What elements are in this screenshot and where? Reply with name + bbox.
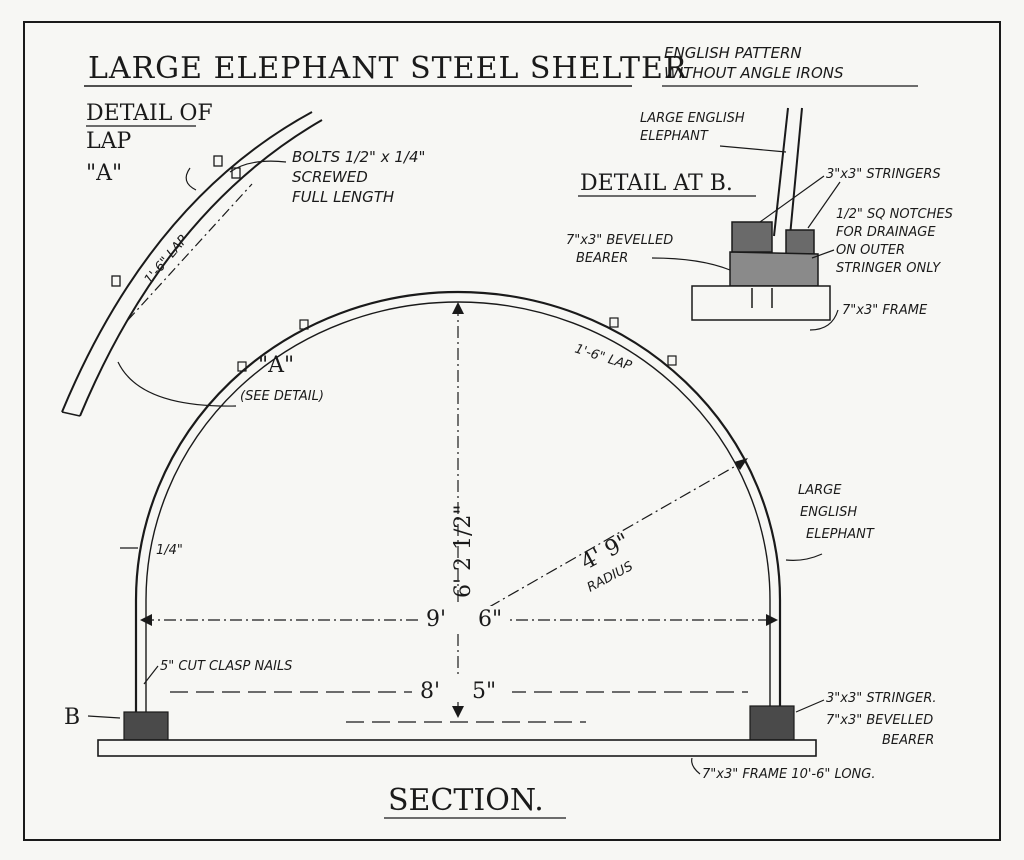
- span-feet: 9': [426, 607, 446, 632]
- section-stringer-leader: [795, 699, 825, 713]
- detail-b-stringer-leader-1: [759, 175, 825, 223]
- detail-b-frame-label: 7"x3" FRAME: [842, 303, 928, 318]
- height-arrow-bottom: [452, 706, 464, 718]
- subtitle-line-1: ENGLISH PATTERN: [664, 44, 802, 62]
- radius-line: [469, 459, 747, 619]
- right-bearer: [749, 705, 795, 741]
- section-see-detail: (SEE DETAIL): [240, 389, 324, 404]
- span-arrow-right: [766, 614, 778, 626]
- bolts-note-2: SCREWED: [292, 168, 368, 186]
- nails-leader: [143, 665, 159, 685]
- lap-sheet-end: [61, 411, 81, 417]
- bolts-rotation-arrow: [185, 167, 197, 191]
- span-inches: 6": [478, 607, 502, 632]
- detail-reference-arrow: [117, 361, 237, 407]
- section-elephant-leader: [785, 553, 823, 561]
- detail-b-stringer-inner: [731, 221, 773, 253]
- arch-bolt-1: [237, 361, 247, 372]
- detail-lap-a: DETAIL OF LAP "A" 1'-6" LAP BOLTS 1/2" x…: [61, 101, 425, 417]
- section-caption: SECTION.: [388, 783, 544, 818]
- bolts-note-1: BOLTS 1/2" x 1/4": [292, 148, 425, 166]
- bolts-note-3: FULL LENGTH: [292, 188, 394, 206]
- subtitle-line-2: WITHOUT ANGLE IRONS: [664, 64, 844, 82]
- section-elephant-1: LARGE: [798, 483, 842, 498]
- section-bearer-2: BEARER: [882, 733, 934, 748]
- section-view: "A" (SEE DETAIL) 1'-6" LAP 6' 2 1/2" 4' …: [64, 290, 937, 819]
- detail-b-sheet-left: [773, 107, 789, 237]
- point-b-label: B: [64, 705, 80, 730]
- inner-span-mask: [412, 678, 512, 702]
- detail-b-elephant-leader: [719, 145, 787, 153]
- arch-bolt-4: [667, 355, 677, 366]
- point-b-arrow: [87, 715, 121, 719]
- detail-b-notches-2: FOR DRAINAGE: [836, 225, 936, 240]
- drawing-title: LARGE ELEPHANT STEEL SHELTER: [88, 51, 688, 86]
- detail-at-b: DETAIL AT B. LARGE ENGLISH ELEPHANT 3"x3…: [566, 107, 953, 331]
- detail-b-stringer-outer: [785, 229, 815, 255]
- nails-label: 5" CUT CLASP NAILS: [160, 659, 292, 674]
- left-bearer: [123, 711, 169, 741]
- arch-bolt-3: [609, 317, 619, 328]
- drawing-border: [23, 21, 1001, 841]
- section-elephant-3: ELEPHANT: [806, 527, 875, 542]
- lap-dimension-line: [127, 183, 253, 321]
- detail-b-notches-1: 1/2" SQ NOTCHES: [836, 207, 953, 222]
- bolts-leader: [229, 160, 287, 173]
- lap-sheet-inner: [79, 119, 323, 417]
- height-arrow-top: [452, 302, 464, 314]
- detail-b-sheet-right: [789, 107, 803, 237]
- span-arrow-left: [140, 614, 152, 626]
- detail-b-heading: DETAIL AT B.: [580, 171, 733, 196]
- inner-span-inches: 5": [472, 679, 496, 704]
- detail-lap-heading-3: "A": [86, 161, 122, 186]
- section-elephant-2: ENGLISH: [800, 505, 857, 520]
- detail-lap-heading-2: LAP: [86, 129, 131, 154]
- inner-span-feet: 8': [420, 679, 440, 704]
- detail-lap-heading-1: DETAIL OF: [86, 101, 213, 126]
- arch-outer: [134, 290, 782, 718]
- detail-b-notches-4: STRINGER ONLY: [836, 261, 941, 276]
- detail-b-elephant-2: ELEPHANT: [640, 129, 709, 144]
- detail-b-frame: [691, 285, 831, 321]
- detail-b-bearer-2: BEARER: [576, 251, 628, 266]
- height-label: 6' 2 1/2": [451, 504, 476, 598]
- detail-b-notches-3: ON OUTER: [836, 243, 905, 258]
- detail-b-stringer-leader-2: [807, 181, 841, 229]
- lap-bolt-1: [111, 275, 121, 287]
- section-bearer-1: 7"x3" BEVELLED: [826, 713, 933, 728]
- detail-b-bearer-leader: [651, 257, 731, 271]
- lap-bolt-2: [213, 155, 223, 167]
- radius-arrow: [734, 458, 748, 470]
- detail-b-stringers-label: 3"x3" STRINGERS: [826, 167, 941, 182]
- detail-b-notches-leader: [811, 249, 835, 259]
- section-frame-label: 7"x3" FRAME 10'-6" LONG.: [702, 767, 876, 782]
- lap-length-label: 1'-6" LAP: [142, 233, 191, 288]
- detail-b-bearer-1: 7"x3" BEVELLED: [566, 233, 673, 248]
- thickness-label: 1/4": [156, 543, 183, 558]
- arch-bolt-2: [299, 319, 309, 330]
- detail-b-bearer: [729, 251, 819, 287]
- detail-b-elephant-1: LARGE ENGLISH: [640, 111, 745, 126]
- lap-sheet-outer: [61, 111, 313, 413]
- base-frame: [97, 739, 817, 757]
- section-stringer-label: 3"x3" STRINGER.: [826, 691, 937, 706]
- section-label-a: "A": [258, 353, 294, 378]
- section-lap-right: 1'-6" LAP: [573, 342, 634, 375]
- span-label-mask: [420, 606, 510, 630]
- section-frame-leader: [691, 757, 701, 775]
- detail-b-frame-leader: [809, 309, 839, 331]
